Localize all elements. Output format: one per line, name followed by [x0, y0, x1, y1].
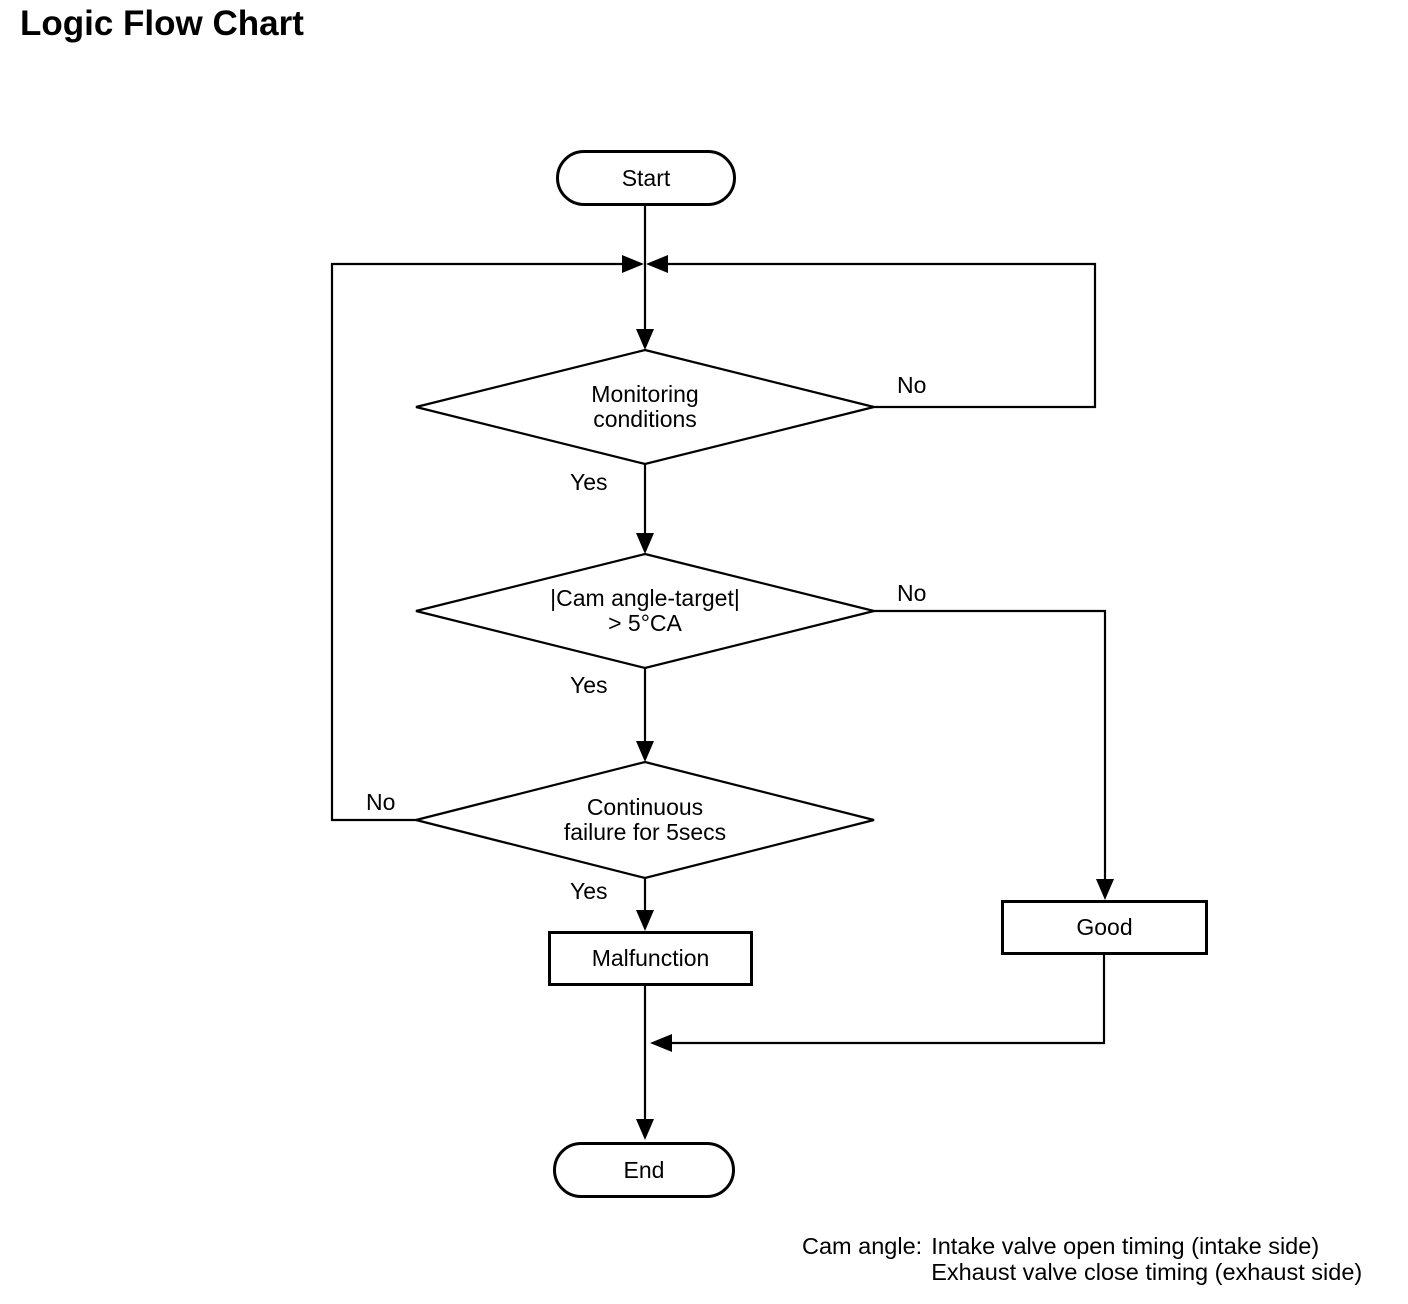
- cam-angle-diamond: [415, 552, 875, 670]
- edge-continuous-no-loop: [330, 262, 622, 822]
- monitoring-conditions-diamond: [415, 348, 875, 466]
- footnote-line2: Exhaust valve close timing (exhaust side…: [931, 1259, 1363, 1285]
- end-node: End: [553, 1142, 735, 1198]
- end-node-label: End: [623, 1156, 665, 1183]
- continuous-no-label: No: [366, 789, 396, 815]
- good-node: Good: [1001, 900, 1208, 955]
- edge-monitoring-yes: [636, 464, 654, 554]
- page-title: Logic Flow Chart: [20, 4, 304, 43]
- edge-cam-angle-no-to-good: [874, 609, 1114, 900]
- edge-cam-angle-yes: [636, 668, 654, 762]
- cam-angle-footnote: Cam angle: Intake valve open timing (int…: [802, 1233, 1362, 1285]
- continuous-failure-diamond: [415, 760, 875, 880]
- cam-angle-yes-label: Yes: [570, 672, 608, 698]
- edge-continuous-yes-to-malfunction: [636, 878, 654, 931]
- junction-arrowheads: [622, 255, 668, 273]
- monitoring-yes-label: Yes: [570, 469, 608, 495]
- edge-monitoring-no-loop: [668, 262, 1097, 409]
- footnote-line1: Intake valve open timing (intake side): [931, 1233, 1320, 1259]
- edge-good-to-main-line: [650, 955, 1106, 1052]
- good-node-label: Good: [1076, 914, 1133, 940]
- malfunction-node: Malfunction: [548, 931, 753, 986]
- footnote-prefix: Cam angle:: [802, 1233, 923, 1259]
- continuous-yes-label: Yes: [570, 878, 608, 904]
- malfunction-node-label: Malfunction: [591, 945, 710, 971]
- monitoring-no-label: No: [897, 372, 927, 398]
- edge-malfunction-to-end: [636, 986, 654, 1140]
- edge-start-to-monitoring: [636, 205, 654, 350]
- cam-angle-no-label: No: [897, 580, 927, 606]
- start-node: Start: [556, 150, 736, 206]
- start-node-label: Start: [621, 164, 671, 191]
